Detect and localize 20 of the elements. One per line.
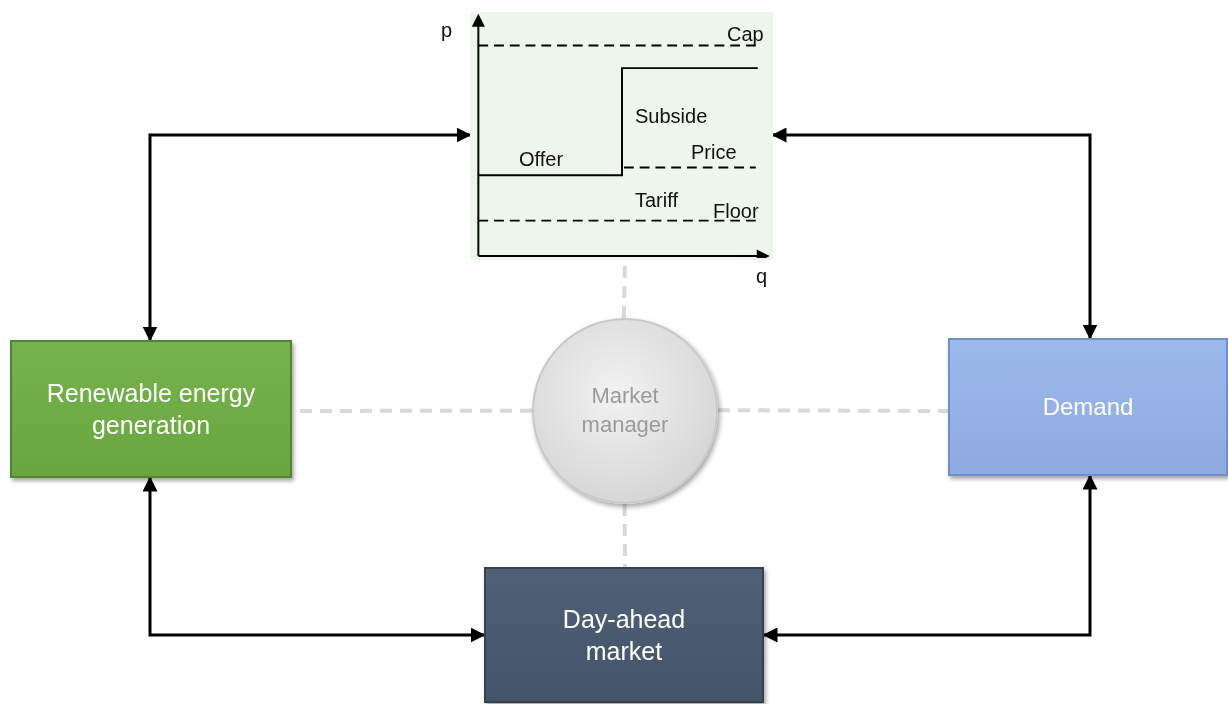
chart-label: Subside (635, 106, 708, 126)
chart-label: Tariff (635, 190, 678, 210)
node-label: Renewable energy generation (45, 377, 257, 441)
chart-label: p (441, 20, 453, 40)
process-box (10, 340, 292, 478)
node-label: Demand (1041, 392, 1135, 423)
chart-panel (470, 12, 773, 260)
chart-label: q (756, 266, 768, 286)
chart-label: Price (691, 142, 737, 162)
node-label: Market manager (580, 382, 670, 439)
process-box (948, 338, 1228, 476)
dashed-connector (718, 408, 948, 413)
chart-label: Offer (519, 149, 564, 169)
node-label: Day-ahead market (561, 603, 687, 667)
arrow (142, 127, 472, 342)
arrow (142, 476, 486, 643)
process-box (484, 567, 764, 703)
chart-label: Floor (713, 201, 759, 221)
chart-label: Cap (727, 24, 764, 44)
dashed-connector (622, 504, 627, 567)
